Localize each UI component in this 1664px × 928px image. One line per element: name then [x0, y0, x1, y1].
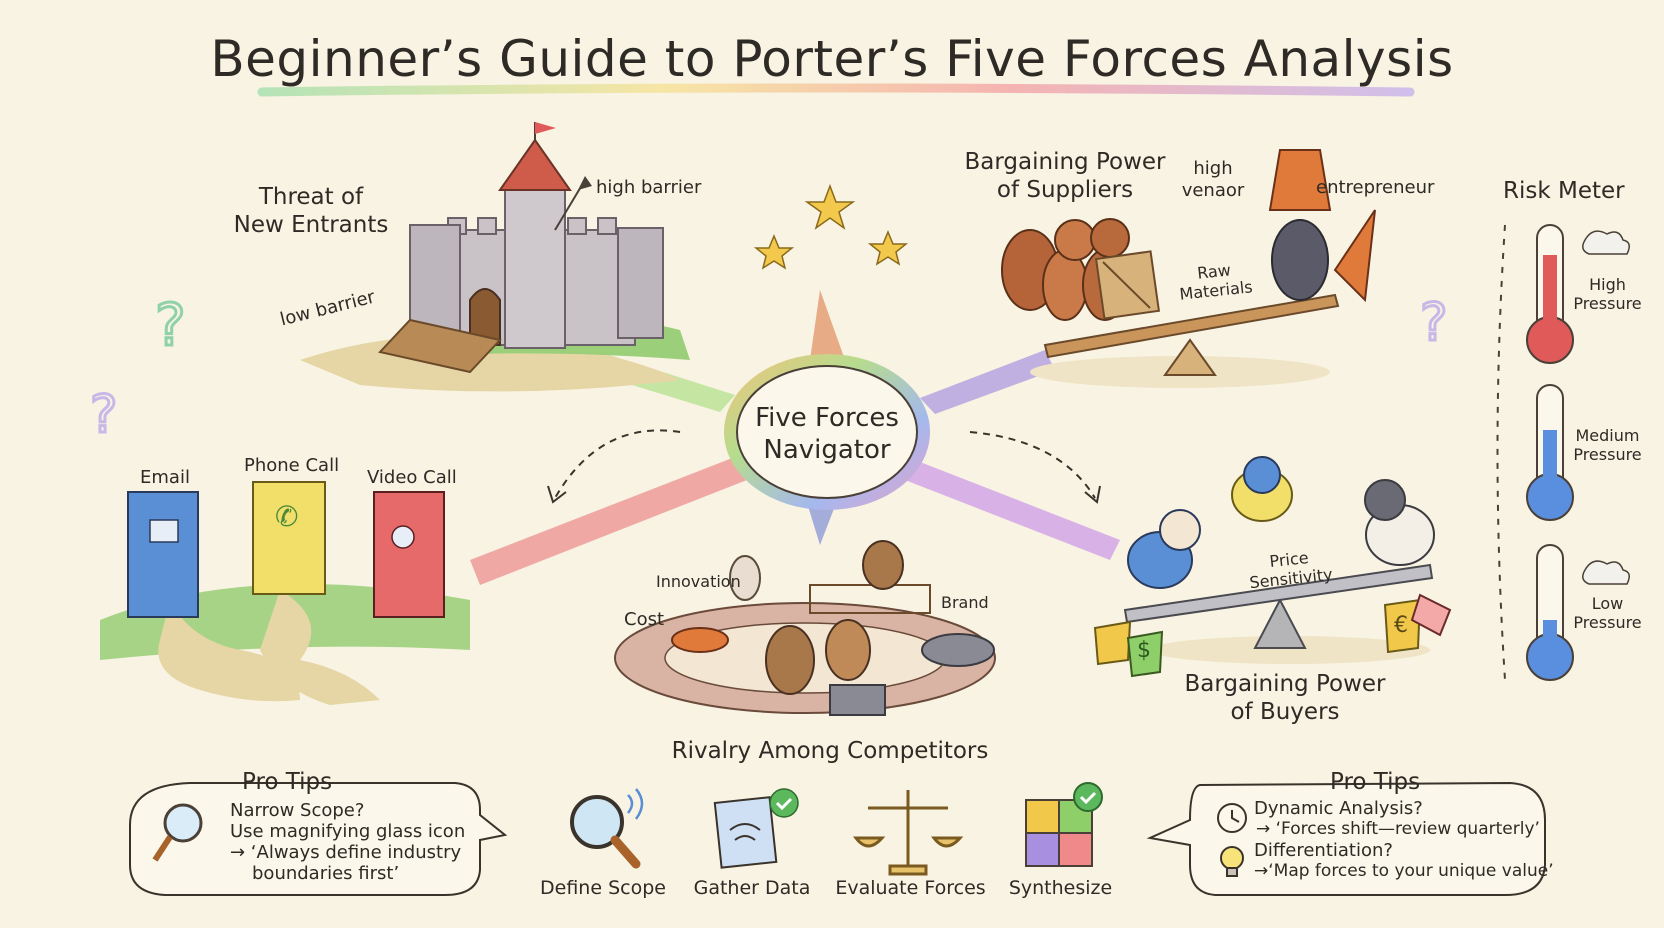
euro-tag-icon: €	[1394, 613, 1408, 638]
magnifier-small-icon	[152, 803, 203, 862]
rivalry-track-illustration	[614, 540, 996, 716]
pro-tips-left-line2: Use magnifying glass icon	[230, 821, 466, 842]
high-barrier-label: high barrier	[596, 177, 702, 198]
risk-meter-illustration	[1496, 224, 1630, 681]
suppliers-seesaw-illustration	[1001, 149, 1376, 388]
brand-label: Brand	[941, 593, 989, 612]
clock-icon	[1217, 803, 1247, 833]
question-mark-icons: ? ? ?	[89, 290, 1450, 447]
svg-text:?: ?	[155, 291, 186, 359]
pro-tips-left-line4: boundaries first’	[252, 863, 400, 884]
rivalry-title: Rivalry Among Competitors	[671, 738, 989, 764]
low-pressure-label: Low Pressure	[1565, 594, 1650, 632]
step-gather-data: Gather Data	[693, 877, 811, 899]
step-evaluate-forces: Evaluate Forces	[835, 877, 986, 899]
castle-illustration	[300, 122, 690, 392]
pro-tips-right-line3: Differentiation?	[1254, 840, 1393, 861]
hub-line2: Navigator	[763, 435, 891, 465]
high-vendor-label: high venaor	[1178, 158, 1248, 202]
dollar-tag-icon: $	[1137, 638, 1151, 663]
doors-illustration	[100, 481, 470, 705]
hub-label: Five Forces Navigator	[727, 402, 927, 466]
innovation-label: Innovation	[656, 572, 741, 591]
suppliers-title-line2: of Suppliers	[996, 177, 1134, 203]
suppliers-title-line1: Bargaining Power	[964, 149, 1166, 175]
page-title: Beginner’s Guide to Porter’s Five Forces…	[210, 30, 1454, 88]
new-entrants-title-line2: New Entrants	[233, 212, 389, 238]
pro-tips-left-title: Pro Tips	[242, 769, 333, 795]
buyers-title-line2: of Buyers	[1230, 699, 1340, 725]
email-label: Email	[140, 467, 190, 488]
step-synthesize: Synthesize	[1008, 877, 1113, 899]
phone-call-label: Phone Call	[244, 455, 340, 476]
medium-pressure-line2: Pressure	[1573, 445, 1642, 464]
pro-tips-right-line4: →‘Map forces to your unique value’	[1254, 861, 1554, 881]
puzzle-icon	[1025, 782, 1103, 867]
high-vendor-line2: venaor	[1181, 180, 1245, 201]
hub-compass	[724, 354, 930, 510]
entrepreneur-label: entrepreneur	[1316, 177, 1435, 198]
cost-label: Cost	[624, 609, 665, 630]
pro-tips-left-line1: Narrow Scope?	[230, 800, 365, 821]
title-underline	[257, 83, 1415, 97]
pro-tips-left-line3: → ‘Always define industry	[230, 842, 462, 863]
low-pressure-line2: Pressure	[1573, 613, 1642, 632]
pro-tips-right-line2: → ‘Forces shift—review quarterly’	[1256, 819, 1540, 839]
magnifying-glass-icon	[570, 788, 644, 869]
video-call-label: Video Call	[367, 467, 457, 488]
risk-meter-title: Risk Meter	[1503, 178, 1625, 204]
dashed-arrow-left	[554, 429, 681, 499]
balance-scale-icon	[852, 790, 964, 876]
star-icons	[753, 183, 909, 270]
svg-text:?: ?	[90, 385, 118, 445]
high-pressure-label: High Pressure	[1565, 275, 1650, 313]
svg-text:?: ?	[1420, 293, 1448, 353]
high-pressure-line1: High	[1589, 275, 1626, 294]
buyers-title: Bargaining Power of Buyers	[1180, 670, 1390, 726]
step-define-scope: Define Scope	[540, 877, 666, 899]
high-vendor-line1: high	[1193, 158, 1233, 179]
buyers-seesaw-illustration	[1093, 456, 1452, 678]
suppliers-title: Bargaining Power of Suppliers	[960, 148, 1170, 204]
pro-tips-left-bubble	[129, 782, 508, 896]
hub-line1: Five Forces	[755, 403, 899, 433]
buyers-title-line1: Bargaining Power	[1184, 671, 1386, 697]
pro-tips-right-body: Dynamic Analysis? → ‘Forces shift—review…	[1254, 798, 1554, 882]
new-entrants-title-line1: Threat of	[258, 184, 364, 210]
pro-tips-right-line1: Dynamic Analysis?	[1254, 798, 1423, 819]
pro-tips-left-body: Narrow Scope? Use magnifying glass icon …	[230, 800, 465, 884]
phone-icon: ✆	[275, 500, 299, 533]
pro-tips-right-bubble	[1146, 781, 1546, 896]
pro-tips-right-title: Pro Tips	[1330, 769, 1421, 795]
light-bulb-icon	[1220, 846, 1244, 877]
medium-pressure-line1: Medium	[1575, 426, 1640, 445]
new-entrants-title: Threat of New Entrants	[226, 183, 396, 239]
medium-pressure-label: Medium Pressure	[1565, 426, 1650, 464]
notepad-check-icon	[713, 788, 799, 869]
dashed-arrow-right	[969, 431, 1096, 499]
low-pressure-line1: Low	[1591, 594, 1624, 613]
high-pressure-line2: Pressure	[1573, 294, 1642, 313]
